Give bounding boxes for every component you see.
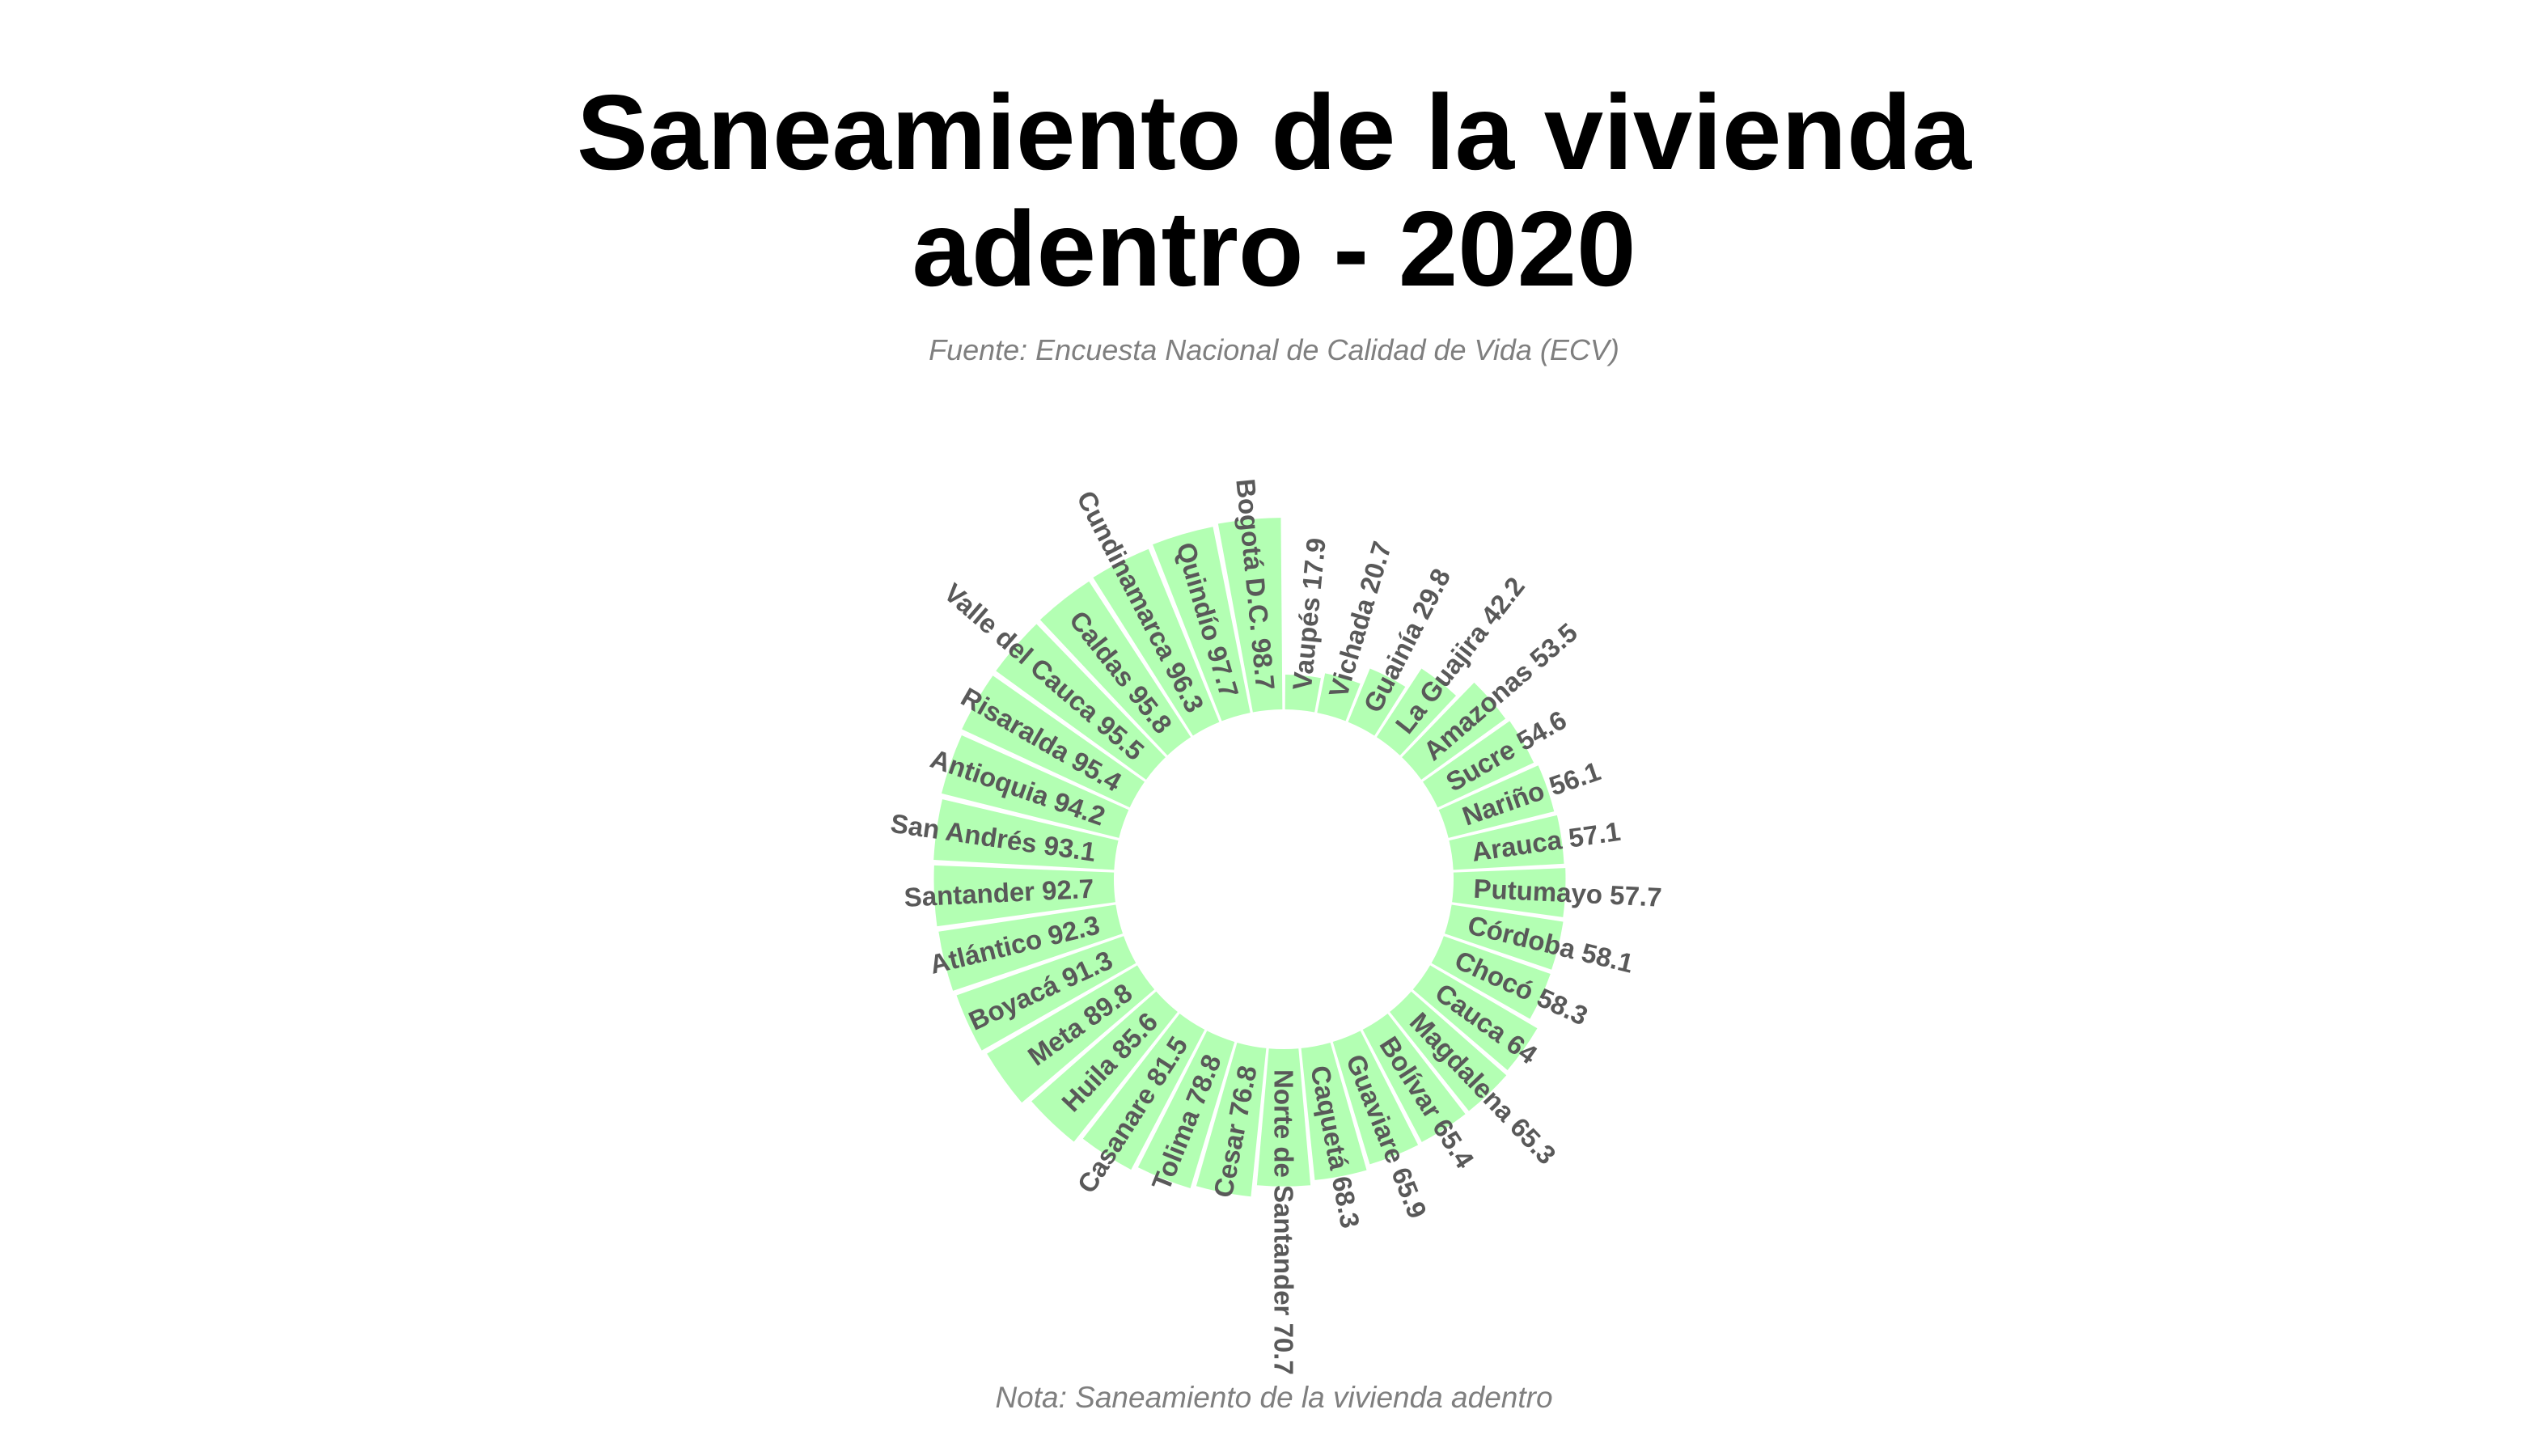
bar-choc- xyxy=(1431,936,1551,1019)
bar-boyac- xyxy=(956,936,1136,1051)
bar-amazonas xyxy=(1402,682,1506,780)
bar-label-norte-de-santander: Norte de Santander 70.7 xyxy=(1269,1069,1299,1375)
bar-cauca xyxy=(1412,965,1538,1070)
bar-sucre xyxy=(1423,721,1534,808)
bar-bol-var xyxy=(1362,1014,1466,1142)
bar-arauca xyxy=(1449,815,1564,870)
bar-atl-ntico xyxy=(938,904,1124,991)
chart-title-line-1: Saneamiento de la vivienda xyxy=(577,73,1971,192)
chart-title: Saneamiento de la vivienda adentro - 202… xyxy=(0,74,2548,307)
bar-santander xyxy=(933,865,1115,927)
bar-risaralda xyxy=(962,675,1145,808)
bar-putumayo xyxy=(1452,868,1566,917)
bar-cundinamarca xyxy=(1093,548,1220,736)
bar-c-rdoba xyxy=(1444,904,1564,970)
chart-subtitle: Fuente: Encuesta Nacional de Calidad de … xyxy=(929,333,1619,366)
bar-vaup-s xyxy=(1285,675,1321,713)
bar-guain-a xyxy=(1348,668,1406,736)
bar-caquet- xyxy=(1301,1042,1367,1180)
bar-huila xyxy=(1031,991,1178,1142)
bar-quind-o xyxy=(1153,527,1251,722)
chart-caption: Nota: Saneamiento de la vivienda adentro xyxy=(995,1381,1553,1414)
bar-tolima xyxy=(1137,1031,1235,1189)
bar-casanare xyxy=(1082,1014,1205,1170)
bar-cesar xyxy=(1196,1042,1267,1197)
bar-magdalena xyxy=(1390,991,1507,1111)
bar-guaviare xyxy=(1332,1031,1419,1165)
bar-norte-de-santander xyxy=(1256,1048,1311,1187)
bars-layer xyxy=(933,518,1566,1197)
bar-valle-del-cauca xyxy=(996,624,1166,780)
bar-label-vaup-s: Vaupés 17.9 xyxy=(1287,536,1331,692)
bar-meta xyxy=(987,965,1155,1103)
bar-la-guajira xyxy=(1376,668,1457,756)
bar-vichada xyxy=(1317,673,1361,722)
bar-nari-o xyxy=(1438,765,1555,838)
bar-bogot-d-c- xyxy=(1217,518,1283,713)
bar-antioquia xyxy=(942,734,1129,838)
chart-title-line-2: adentro - 2020 xyxy=(912,189,1636,308)
bar-san-andr-s xyxy=(933,799,1119,870)
bar-caldas xyxy=(1039,581,1191,756)
